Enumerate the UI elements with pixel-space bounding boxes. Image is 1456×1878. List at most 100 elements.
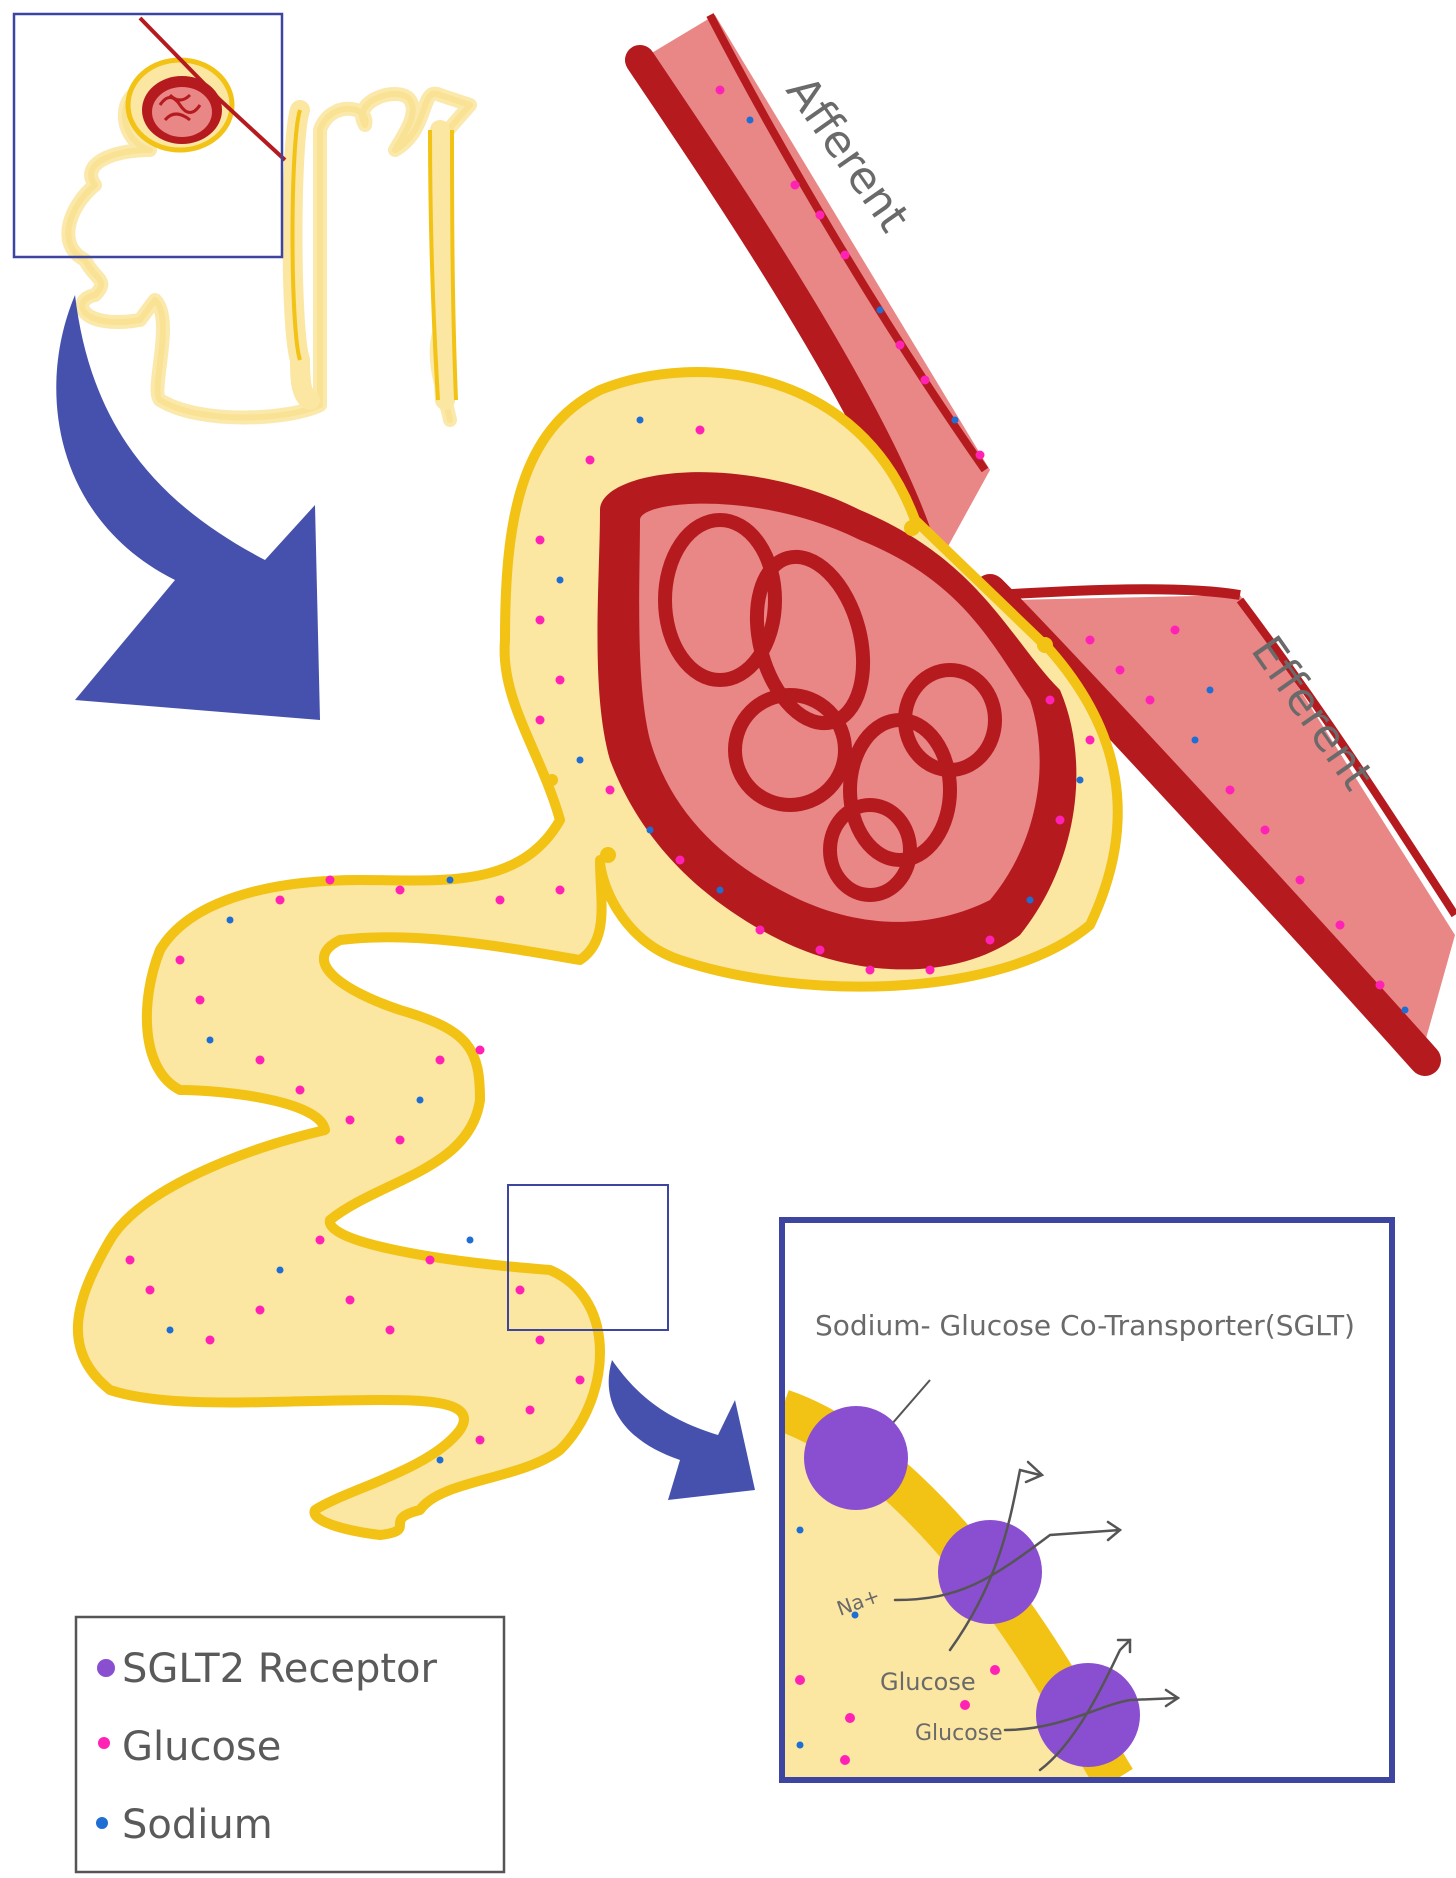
sodium-dot — [446, 876, 454, 884]
glucose-dot — [1055, 815, 1065, 825]
glucose-dot — [1260, 825, 1270, 835]
glucose-dot — [475, 1435, 485, 1445]
glucose-dot — [345, 1115, 355, 1125]
glucose-dot — [325, 875, 335, 885]
glucose-dot — [1225, 785, 1235, 795]
glucose-dot — [495, 895, 505, 905]
legend-label-sodium: Sodium — [122, 1802, 273, 1848]
glucose-dot — [790, 180, 800, 190]
glucose-dot — [295, 1085, 305, 1095]
glucose-dot — [755, 925, 765, 935]
sodium-dot — [1206, 686, 1214, 694]
glucose-dot — [895, 340, 905, 350]
glucose-dot — [275, 895, 285, 905]
glucose-dot — [1045, 695, 1055, 705]
sodium-dot — [466, 1236, 474, 1244]
sodium-dot — [646, 826, 654, 834]
glucose-dot — [1170, 625, 1180, 635]
glucose-dot — [125, 1255, 135, 1265]
glucose-dot — [255, 1305, 265, 1315]
sodium-dot — [1026, 896, 1034, 904]
glucose-dot — [865, 965, 875, 975]
glucose-dot — [535, 615, 545, 625]
glucose-dot — [345, 1295, 355, 1305]
glucose-dot — [1085, 735, 1095, 745]
glucose-dot — [385, 1325, 395, 1335]
glucose-dot — [575, 1375, 585, 1385]
sglt-receptor — [938, 1520, 1042, 1624]
glucose-dot — [795, 1675, 805, 1685]
sodium-dot — [206, 1036, 214, 1044]
sodium-dot — [876, 306, 884, 314]
glucose-dot — [920, 375, 930, 385]
glucose-dot — [395, 1135, 405, 1145]
sodium-dot — [636, 416, 644, 424]
zoom-arrow-small — [608, 1360, 755, 1500]
legend-swatch-receptor — [97, 1659, 115, 1677]
legend-swatch-sodium — [96, 1817, 108, 1829]
sodium-dot — [436, 1456, 444, 1464]
glucose-dot — [555, 675, 565, 685]
sodium-dot — [576, 756, 584, 764]
glucose-dot — [535, 1335, 545, 1345]
glucose-dot — [1295, 875, 1305, 885]
glucose-dot — [1115, 665, 1125, 675]
glucose-dot — [695, 425, 705, 435]
glucose-dot — [525, 1405, 535, 1415]
solute-dots — [125, 85, 1409, 1464]
sodium-dot — [1191, 736, 1199, 744]
sglt-panel: Sodium- Glucose Co-Transporter(SGLT) Na+… — [779, 1217, 1395, 1783]
sodium-dot — [716, 886, 724, 894]
legend-frame — [74, 1615, 506, 1874]
glucose-dot — [475, 1045, 485, 1055]
glucose-dot — [315, 1235, 325, 1245]
zoom-frame-small — [507, 1184, 669, 1331]
legend-label-glucose: Glucose — [122, 1724, 281, 1770]
legend-label-receptor: SGLT2 Receptor — [122, 1646, 438, 1692]
label-glucose-2: Glucose — [915, 1721, 1003, 1746]
glucose-dot — [985, 935, 995, 945]
glucose-dot — [675, 855, 685, 865]
glucose-dot — [205, 1335, 215, 1345]
glucose-dot — [255, 1055, 265, 1065]
sodium-dot — [746, 116, 754, 124]
glucose-dot — [925, 965, 935, 975]
sodium-dot — [951, 416, 959, 424]
glucose-dot — [975, 450, 985, 460]
glucose-dot — [605, 785, 615, 795]
glucose-dot — [535, 535, 545, 545]
sglt-receptor — [804, 1406, 908, 1510]
glucose-dot — [195, 995, 205, 1005]
glucose-dot — [1375, 980, 1385, 990]
nephron-thumbnail — [12, 12, 477, 427]
panel-solute-dots — [795, 1526, 1000, 1765]
glucose-dot — [845, 1713, 855, 1723]
sodium-dot — [851, 1611, 859, 1619]
sodium-dot — [796, 1741, 804, 1749]
sodium-dot — [556, 576, 564, 584]
glucose-dot — [535, 715, 545, 725]
glucose-dot — [145, 1285, 155, 1295]
zoom-arrow-large — [56, 295, 321, 720]
sodium-dot — [226, 916, 234, 924]
glucose-dot — [425, 1255, 435, 1265]
sglt-panel-frame — [779, 1217, 1395, 1783]
glucose-dot — [960, 1700, 970, 1710]
glucose-dot — [1085, 635, 1095, 645]
glucose-dot — [435, 1055, 445, 1065]
sodium-dot — [416, 1096, 424, 1104]
glucose-dot — [1335, 920, 1345, 930]
legend-swatch-glucose — [98, 1737, 110, 1749]
glucose-dot — [1145, 695, 1155, 705]
sglt-title: Sodium- Glucose Co-Transporter(SGLT) — [815, 1309, 1355, 1342]
glucose-dot — [585, 455, 595, 465]
glucose-dot — [990, 1665, 1000, 1675]
sglt-receptor — [1036, 1663, 1140, 1767]
thumbnail-frame — [12, 12, 284, 259]
glucose-dot — [840, 250, 850, 260]
glucose-dot — [815, 945, 825, 955]
glucose-dot — [175, 955, 185, 965]
label-glucose-1: Glucose — [880, 1668, 976, 1696]
glucose-dot — [515, 1285, 525, 1295]
